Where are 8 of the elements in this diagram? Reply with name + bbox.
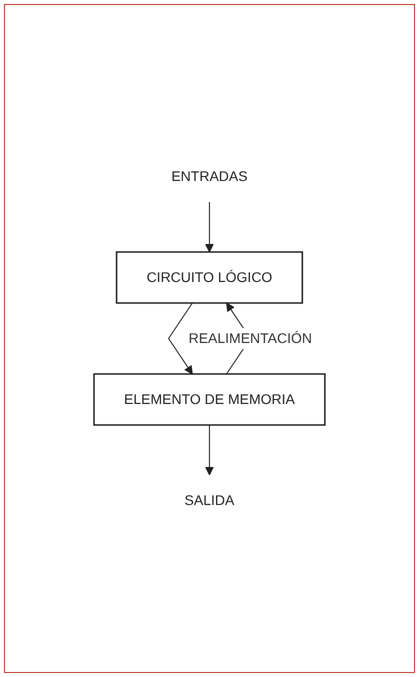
node-box: CIRCUITO LÓGICO bbox=[116, 251, 304, 304]
arrow bbox=[205, 424, 214, 476]
node-text: SALIDA bbox=[184, 492, 234, 508]
node-text: ENTRADAS bbox=[171, 168, 248, 184]
arrow bbox=[168, 302, 193, 374]
arrow bbox=[205, 202, 214, 252]
edge-label: REALIMENTACIÓN bbox=[188, 330, 312, 346]
node-box: ELEMENTO DE MEMORIA bbox=[93, 373, 326, 426]
